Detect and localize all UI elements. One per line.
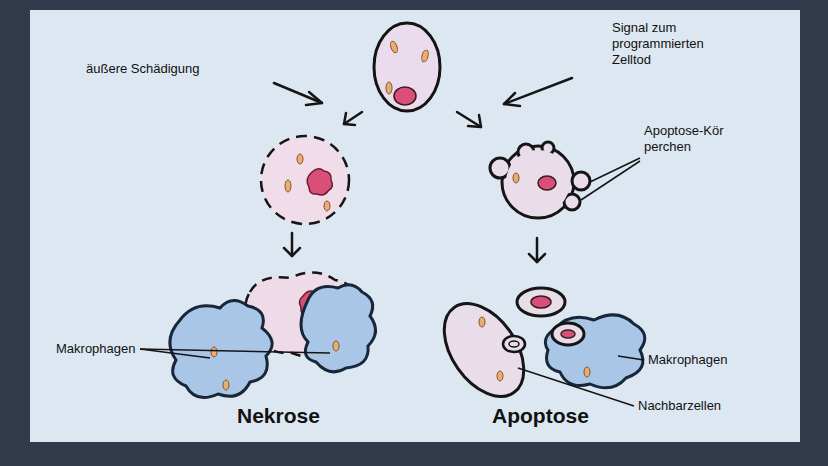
paper [30, 10, 800, 442]
leader-lines [140, 158, 644, 406]
signal-label: Signal zum programmierten Zelltod [612, 20, 724, 68]
panel-title: Apoptose [492, 404, 589, 428]
necrosis-scene [170, 272, 376, 397]
macrophage-label: Makrophagen [648, 352, 748, 368]
macrophage-label: Makrophagen [56, 341, 146, 357]
body-label: Apoptose-Kör perchen [644, 123, 736, 155]
cell [374, 23, 440, 111]
damage-label: äußere Schädigung [86, 61, 236, 77]
neighbor-label: Nachbarzellen [638, 398, 758, 414]
apoptosis-scene [428, 288, 645, 411]
swelling-cell [261, 136, 349, 224]
panel-title: Nekrose [237, 404, 320, 428]
blebbing-cell [490, 142, 590, 218]
